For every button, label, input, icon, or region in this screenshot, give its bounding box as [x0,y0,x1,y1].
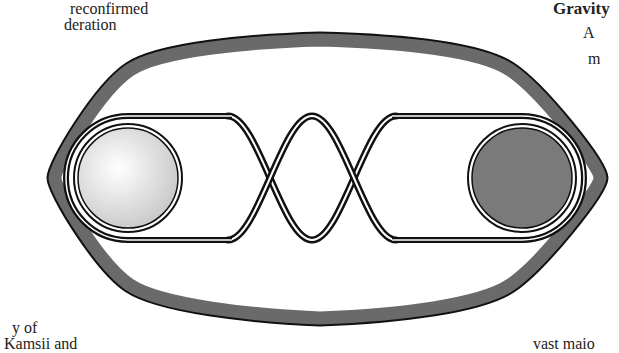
light-star [74,124,182,232]
ribbon-twist [228,116,396,240]
page-text-fragment: reconfirmed [70,0,148,18]
left-lobe-tube [66,116,232,240]
page-text-fragment: y of [12,319,37,337]
page-text-fragment: Kamsii and [4,335,77,353]
page-text-fragment: Gravity [553,0,610,18]
page-text-fragment: A [583,24,595,42]
dark-star [468,124,576,232]
outer-envelope [55,40,600,318]
right-lobe-tube [392,116,584,240]
page-text-fragment: m [588,50,600,68]
page-text-fragment: deration [64,16,116,34]
page-text-fragment: vast maio [533,335,595,353]
